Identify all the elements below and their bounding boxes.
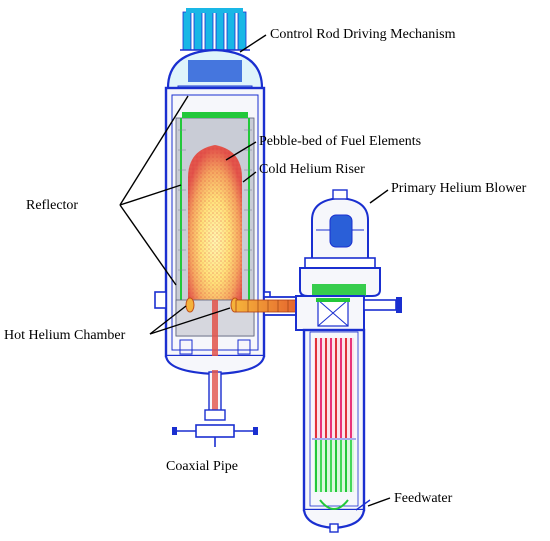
steam-generator — [295, 189, 402, 533]
label-blower: Primary Helium Blower — [391, 181, 527, 196]
label-reflector: Reflector — [26, 198, 78, 213]
tube-bundle — [312, 338, 356, 492]
label-control-rod: Control Rod Driving Mechanism — [270, 27, 456, 42]
reactor-vessel — [154, 8, 271, 447]
label-hot-chamber: Hot Helium Chamber — [4, 328, 126, 343]
label-cold-riser: Cold Helium Riser — [259, 162, 365, 177]
label-pebble-bed: Pebble-bed of Fuel Elements — [259, 134, 421, 149]
leader-lines — [119, 34, 391, 507]
label-feedwater: Feedwater — [394, 491, 453, 506]
control-rod-drives — [180, 8, 250, 51]
label-coaxial-pipe: Coaxial Pipe — [166, 459, 238, 474]
